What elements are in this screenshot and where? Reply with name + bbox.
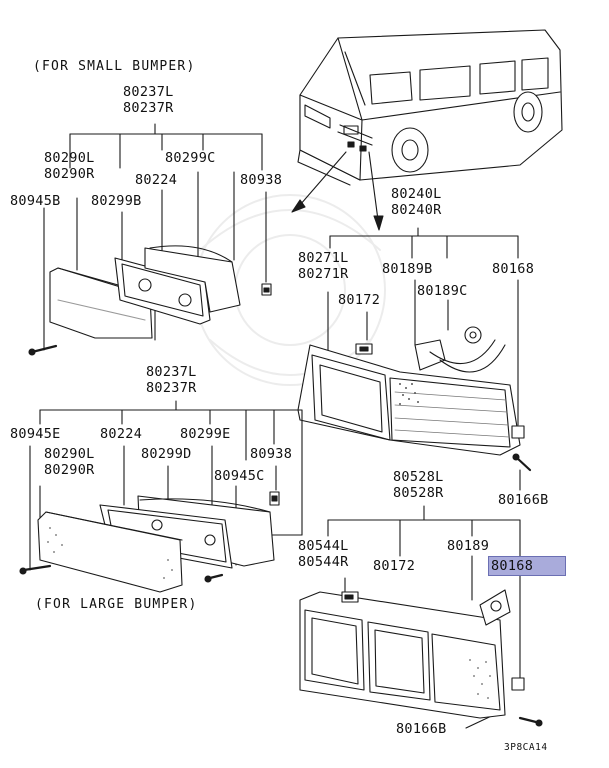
part-label-80189C[interactable]: 80189C [417, 283, 468, 299]
part-label-80528L[interactable]: 80528L [393, 469, 444, 485]
label-group-80237: 80237L 80237R [123, 84, 174, 116]
part-label-80237L[interactable]: 80237L [123, 84, 174, 100]
label-group-80240: 80240L 80240R [391, 186, 442, 218]
part-label-80240L[interactable]: 80240L [391, 186, 442, 202]
tail-lamp-leader-lines [327, 227, 521, 491]
part-label-80299B[interactable]: 80299B [91, 193, 142, 209]
van-illustration [297, 29, 563, 186]
small-bumper-leader-lines [43, 123, 267, 351]
part-label-80240R[interactable]: 80240R [391, 202, 442, 218]
part-label-80299C[interactable]: 80299C [165, 150, 216, 166]
part-label-80271L[interactable]: 80271L [298, 250, 349, 266]
part-label-80290L[interactable]: 80290L [44, 150, 95, 166]
part-label-80166B-top[interactable]: 80166B [498, 492, 549, 508]
part-label-80237R-large[interactable]: 80237R [146, 380, 197, 396]
part-label-80168-top[interactable]: 80168 [492, 261, 535, 277]
part-label-80224-large[interactable]: 80224 [100, 426, 143, 442]
part-label-80237R[interactable]: 80237R [123, 100, 174, 116]
tail-lamp-drawing [297, 326, 532, 472]
part-label-80544R[interactable]: 80544R [298, 554, 349, 570]
small-bumper-lamp-drawing [28, 245, 272, 356]
pointer-arrows [291, 151, 384, 231]
part-label-80528R[interactable]: 80528R [393, 485, 444, 501]
part-label-80299D[interactable]: 80299D [141, 446, 192, 462]
part-label-80172-bottom[interactable]: 80172 [373, 558, 416, 574]
label-group-80271: 80271L 80271R [298, 250, 349, 282]
part-label-80166B-bottom[interactable]: 80166B [396, 721, 447, 737]
part-label-80938[interactable]: 80938 [240, 172, 283, 188]
part-label-80290L-large[interactable]: 80290L [44, 446, 95, 462]
label-group-80528: 80528L 80528R [393, 469, 444, 501]
part-label-80945C[interactable]: 80945C [214, 468, 265, 484]
part-label-80224[interactable]: 80224 [135, 172, 178, 188]
part-label-80938-large[interactable]: 80938 [250, 446, 293, 462]
part-label-80237L-large[interactable]: 80237L [146, 364, 197, 380]
part-label-80290R[interactable]: 80290R [44, 166, 95, 182]
drawing-code: 3P8CA14 [504, 742, 548, 753]
label-group-80237-large: 80237L 80237R [146, 364, 197, 396]
label-group-80290: 80290L 80290R [44, 150, 95, 182]
label-group-80290-large: 80290L 80290R [44, 446, 95, 478]
caption-small-bumper: (FOR SMALL BUMPER) [33, 59, 196, 74]
large-bumper-lamp-drawing [19, 491, 280, 593]
part-label-80945B[interactable]: 80945B [10, 193, 61, 209]
part-label-80271R[interactable]: 80271R [298, 266, 349, 282]
part-label-80945E[interactable]: 80945E [10, 426, 61, 442]
part-label-80299E[interactable]: 80299E [180, 426, 231, 442]
part-label-80189[interactable]: 80189 [447, 538, 490, 554]
part-label-80168-highlighted[interactable]: 80168 [488, 556, 566, 576]
part-label-80544L[interactable]: 80544L [298, 538, 349, 554]
part-label-80172-top[interactable]: 80172 [338, 292, 381, 308]
large-bumper-leader-lines [29, 400, 303, 571]
part-label-80189B[interactable]: 80189B [382, 261, 433, 277]
lower-lamp-drawing [299, 589, 543, 727]
part-label-80290R-large[interactable]: 80290R [44, 462, 95, 478]
label-group-80544: 80544L 80544R [298, 538, 349, 570]
watermark-emblem [194, 194, 386, 386]
caption-large-bumper: (FOR LARGE BUMPER) [35, 597, 198, 612]
